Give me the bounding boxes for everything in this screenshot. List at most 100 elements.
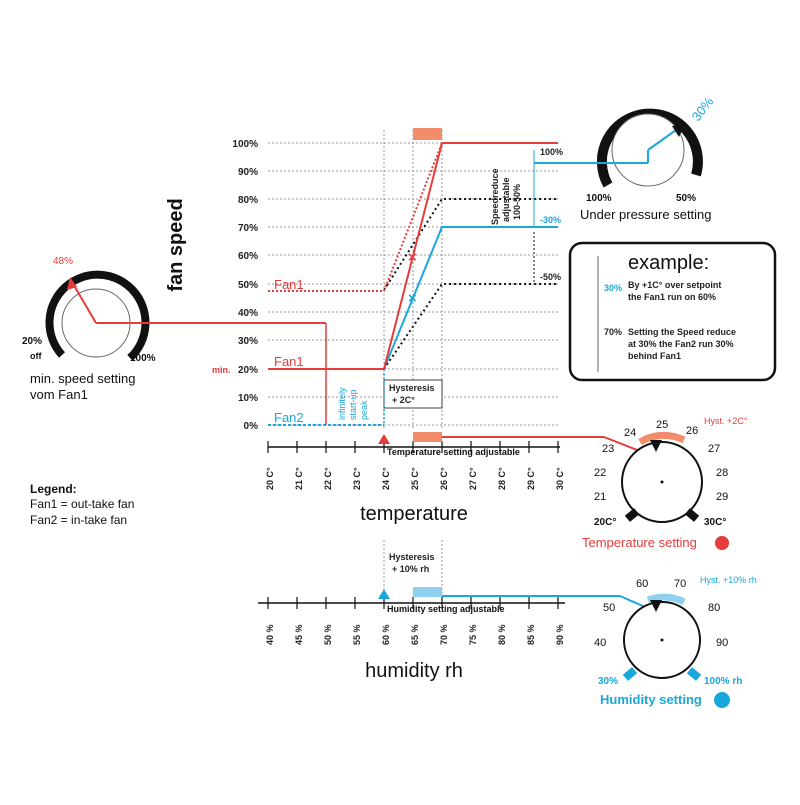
hum-adjustable-label: Humidity setting adjustable bbox=[387, 604, 505, 614]
hum-adjust-range bbox=[413, 587, 442, 597]
right-minus30-label: -30% bbox=[540, 215, 561, 225]
hum-tick: 85 % bbox=[526, 624, 536, 645]
y-tick: 0% bbox=[244, 421, 259, 432]
temp-tick: 22 C° bbox=[323, 467, 333, 490]
legend-title: Legend: bbox=[30, 482, 77, 496]
pressure-knob-percent: 30% bbox=[689, 94, 717, 124]
temp-dial-left: 20C° bbox=[594, 517, 616, 528]
under-pressure-knob[interactable] bbox=[534, 108, 703, 188]
example-p1-pct: 30% bbox=[604, 283, 622, 293]
hum-tick: 50 % bbox=[323, 624, 333, 645]
startup-line1: infinitely bbox=[337, 387, 347, 420]
humidity-dial[interactable] bbox=[622, 593, 702, 681]
hysteresis-temp-line1: Hysteresis bbox=[389, 383, 435, 393]
hum-tick: 90 % bbox=[555, 624, 565, 645]
min-knob-off: off bbox=[30, 351, 42, 361]
hum-dial-tick: 80 bbox=[708, 602, 720, 614]
fan1-mid-label: Fan1 bbox=[274, 354, 304, 369]
hum-dial-tick: 70 bbox=[674, 578, 686, 590]
startup-line3: peak bbox=[359, 400, 369, 420]
temp-tick: 29 C° bbox=[526, 467, 536, 490]
hum-hyst-arc bbox=[646, 593, 686, 606]
hum-dial-tick: 50 bbox=[603, 602, 615, 614]
temp-dial-right: 30C° bbox=[704, 517, 726, 528]
temp-setpoint-marker[interactable] bbox=[378, 434, 390, 444]
min-knob-percent: 48% bbox=[53, 256, 73, 267]
fan2-example-marker: × bbox=[408, 290, 417, 307]
speedreduce-line1: Speedreduce bbox=[490, 168, 500, 225]
temp-adjust-range bbox=[413, 432, 442, 442]
right-100-label: 100% bbox=[540, 147, 563, 157]
pressure-knob-pointer bbox=[647, 129, 677, 151]
humidity-axis bbox=[258, 540, 565, 609]
temp-dial-tick: 28 bbox=[716, 467, 728, 479]
y-tick: 10% bbox=[238, 393, 258, 404]
hum-indicator-dot-icon bbox=[714, 692, 730, 708]
temp-dial-tick: 27 bbox=[708, 443, 720, 455]
hum-dial-tick: 40 bbox=[594, 637, 606, 649]
temp-dial-hyst: Hyst. +2C° bbox=[704, 416, 748, 426]
temp-dial-tick: 23 bbox=[602, 443, 614, 455]
speedreduce-line2: adjustable bbox=[501, 177, 511, 222]
y-tick: 40% bbox=[238, 308, 258, 319]
fan1-curve bbox=[268, 142, 558, 425]
y-tick: 60% bbox=[238, 251, 258, 262]
temp-tick: 20 C° bbox=[265, 467, 275, 490]
pressure-knob-caption: Under pressure setting bbox=[580, 207, 712, 222]
hum-tick: 60 % bbox=[381, 624, 391, 645]
temp-tick: 28 C° bbox=[497, 467, 507, 490]
pressure-knob-right: 50% bbox=[676, 193, 696, 204]
temp-tick: 21 C° bbox=[294, 467, 304, 490]
temperature-ticks: 20 C° 21 C° 22 C° 23 C° 24 C° 25 C° 26 C… bbox=[265, 467, 565, 490]
example-p2-line1: Setting the Speed reduce bbox=[628, 327, 736, 337]
temperature-dial[interactable] bbox=[621, 431, 703, 523]
legend-line2: Fan2 = in-take fan bbox=[30, 513, 127, 527]
hysteresis-hum-box: Hysteresis + 10% rh bbox=[389, 552, 435, 574]
temp-tick: 25 C° bbox=[410, 467, 420, 490]
pressure-knob-left: 100% bbox=[586, 193, 612, 204]
y-tick: 20% bbox=[238, 365, 258, 376]
temp-dial-ticks: 21 22 23 24 25 26 27 28 29 bbox=[594, 419, 728, 503]
hum-dial-pointer-icon bbox=[650, 600, 662, 612]
temp-dial-tick: 22 bbox=[594, 467, 606, 479]
hysteresis-temp-box: Hysteresis + 2C° bbox=[383, 379, 443, 409]
y-tick: 90% bbox=[238, 167, 258, 178]
temp-dial-tick: 29 bbox=[716, 491, 728, 503]
hum-dial-ticks: 40 50 60 70 80 90 bbox=[594, 578, 728, 649]
temp-hyst-arc bbox=[638, 431, 686, 446]
hum-dial-left: 30% bbox=[598, 676, 618, 687]
speedreduce-text: Speedreduce adjustable 100-50% bbox=[490, 168, 522, 225]
y-tick: 70% bbox=[238, 223, 258, 234]
temp-dial-tick: 21 bbox=[594, 491, 606, 503]
min-knob-arrow-icon bbox=[67, 277, 77, 290]
hysteresis-temp-line2: + 2C° bbox=[392, 395, 415, 405]
hum-dial-tick: 90 bbox=[716, 637, 728, 649]
y-tick: 100% bbox=[232, 139, 258, 150]
hum-tick: 75 % bbox=[468, 624, 478, 645]
hum-tick: 45 % bbox=[294, 624, 304, 645]
y-tick: 50% bbox=[238, 280, 258, 291]
example-p1-line1: By +1C° over setpoint bbox=[628, 280, 721, 290]
fan1-dotted-curves bbox=[383, 198, 558, 370]
temp-indicator-dot-icon bbox=[715, 536, 729, 550]
temp-dial-tick: 25 bbox=[656, 419, 668, 431]
y-tick: 80% bbox=[238, 195, 258, 206]
top-adjust-range bbox=[413, 128, 442, 140]
temp-tick: 24 C° bbox=[381, 467, 391, 490]
temp-tick: 27 C° bbox=[468, 467, 478, 490]
startup-text: infinitely start-up peak bbox=[337, 387, 369, 420]
temp-tick: 23 C° bbox=[352, 467, 362, 490]
fan2-label: Fan2 bbox=[274, 410, 304, 425]
hum-dial-tick: 60 bbox=[636, 578, 648, 590]
temp-dial-tick: 24 bbox=[624, 427, 636, 439]
right-minus50-label: -50% bbox=[540, 272, 561, 282]
temp-dial-tick: 26 bbox=[686, 425, 698, 437]
min-speed-knob[interactable] bbox=[45, 270, 326, 361]
example-title: example: bbox=[628, 252, 709, 274]
example-p2-pct: 70% bbox=[604, 327, 622, 337]
hum-setpoint-marker[interactable] bbox=[378, 589, 390, 599]
min-knob-right: 100% bbox=[130, 353, 156, 364]
temperature-axis bbox=[267, 441, 560, 453]
